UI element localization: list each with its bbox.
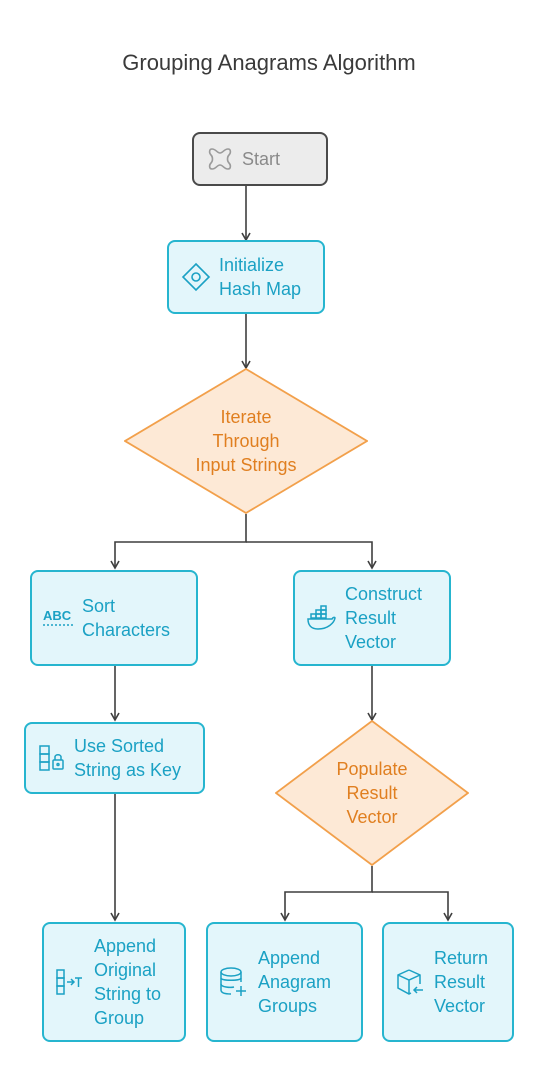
hash-map-icon [181, 262, 211, 292]
append-text-icon [54, 967, 84, 997]
use-sorted-string-node: Use Sorted String as Key [24, 722, 205, 794]
return-result-vector-node: Return Result Vector [382, 922, 514, 1042]
iterate-decision-node: Iterate Through Input Strings [124, 368, 368, 514]
abc-sort-icon: ABC [42, 603, 76, 633]
edge-iterate-sort [110, 514, 247, 570]
sort-characters-node: ABC Sort Characters [30, 570, 198, 666]
decision-diamond-shape [275, 720, 469, 866]
populate-label: Populate Result Vector [336, 759, 408, 827]
key-lock-icon [36, 743, 68, 773]
edge-populate-appendgroups [280, 866, 373, 922]
iterate-label: Iterate Through Input Strings [195, 407, 297, 475]
initialize-hash-map-node: Initialize Hash Map [167, 240, 325, 314]
construct-result-vector-label: Construct Result Vector [345, 584, 423, 652]
container-icon [305, 603, 337, 633]
append-anagram-groups-label: Append Anagram Groups [258, 948, 332, 1016]
append-original-label: Append Original String to Group [94, 936, 162, 1028]
return-box-icon [394, 966, 426, 998]
sort-characters-label: Sort Characters [82, 596, 171, 640]
start-node: Start [192, 132, 328, 186]
construct-result-vector-node: Construct Result Vector [293, 570, 451, 666]
start-label: Start [242, 149, 281, 169]
populate-decision-node: Populate Result Vector [275, 720, 469, 866]
initialize-hash-map-label: Initialize Hash Map [219, 255, 302, 299]
append-original-node: Append Original String to Group [42, 922, 186, 1042]
append-anagram-groups-node: Append Anagram Groups [206, 922, 363, 1042]
use-sorted-string-label: Use Sorted String as Key [74, 736, 182, 780]
diagram-title: Grouping Anagrams Algorithm [122, 50, 416, 75]
return-result-vector-label: Return Result Vector [434, 948, 489, 1016]
svg-text:ABC: ABC [43, 608, 72, 623]
decision-diamond-shape [124, 368, 368, 514]
database-add-icon [218, 966, 248, 998]
edge-populate-return [372, 891, 453, 922]
edge-iterate-construct [246, 541, 377, 570]
start-icon [206, 145, 234, 173]
